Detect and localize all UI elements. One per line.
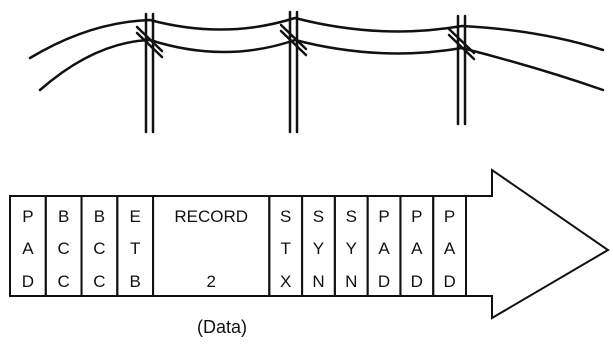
- field-syn-1-line-2: Y: [313, 239, 324, 258]
- field-bcc-2: BCC: [80, 195, 119, 297]
- field-bcc-1-line-1: B: [58, 207, 69, 226]
- field-pad-1-line-2: A: [22, 239, 34, 258]
- telephone-line-illustration: [28, 10, 605, 134]
- field-bcc-1-line-2: C: [58, 239, 70, 258]
- field-pad-1-line-3: D: [22, 272, 34, 291]
- field-pad-3-line-1: P: [411, 207, 422, 226]
- field-record-2-line-1: RECORD: [174, 207, 248, 226]
- field-etb-line-2: T: [130, 239, 140, 258]
- field-etb: ETB: [116, 195, 155, 297]
- field-pad-3: PAD: [399, 195, 435, 297]
- field-etb-line-1: E: [130, 207, 141, 226]
- pole-1: [135, 12, 164, 134]
- field-syn-1-line-3: N: [312, 272, 324, 291]
- data-caption: (Data): [197, 317, 247, 337]
- field-stx-line-1: S: [280, 207, 291, 226]
- field-bcc-2-line-1: B: [94, 207, 105, 226]
- field-stx: STX: [268, 195, 304, 297]
- field-etb-line-3: B: [130, 272, 141, 291]
- field-pad-2: PAD: [366, 195, 402, 297]
- field-record-2-line-3: 2: [206, 272, 215, 291]
- field-syn-1-line-1: S: [313, 207, 324, 226]
- pole-3: [447, 14, 476, 126]
- field-syn-2: SYN: [333, 195, 369, 297]
- field-syn-1: SYN: [301, 195, 336, 297]
- field-pad-3-line-2: A: [411, 239, 423, 258]
- field-pad-1: PAD: [9, 195, 47, 297]
- field-pad-4-line-2: A: [444, 239, 456, 258]
- field-pad-2-line-2: A: [378, 239, 390, 258]
- field-pad-2-line-1: P: [378, 207, 389, 226]
- field-box-pad-4: [432, 195, 468, 297]
- wire-lower: [38, 38, 605, 92]
- field-pad-1-line-1: P: [22, 207, 33, 226]
- field-stx-line-3: X: [280, 272, 291, 291]
- field-pad-4-line-1: P: [444, 207, 455, 226]
- field-pad-4-line-3: D: [443, 272, 455, 291]
- field-bcc-1: BCC: [44, 195, 83, 297]
- field-pad-3-line-3: D: [411, 272, 423, 291]
- field-syn-2-line-1: S: [346, 207, 357, 226]
- field-bcc-2-line-2: C: [93, 239, 105, 258]
- field-bcc-1-line-3: C: [58, 272, 70, 291]
- field-pad-4: PAD: [432, 195, 468, 297]
- field-pad-2-line-3: D: [378, 272, 390, 291]
- field-stx-line-2: T: [280, 239, 290, 258]
- field-syn-2-line-2: Y: [346, 239, 357, 258]
- field-syn-2-line-3: N: [345, 272, 357, 291]
- pole-2: [279, 10, 308, 134]
- wire-top: [28, 16, 605, 60]
- field-bcc-2-line-3: C: [93, 272, 105, 291]
- field-record-2: RECORD 2: [152, 195, 271, 297]
